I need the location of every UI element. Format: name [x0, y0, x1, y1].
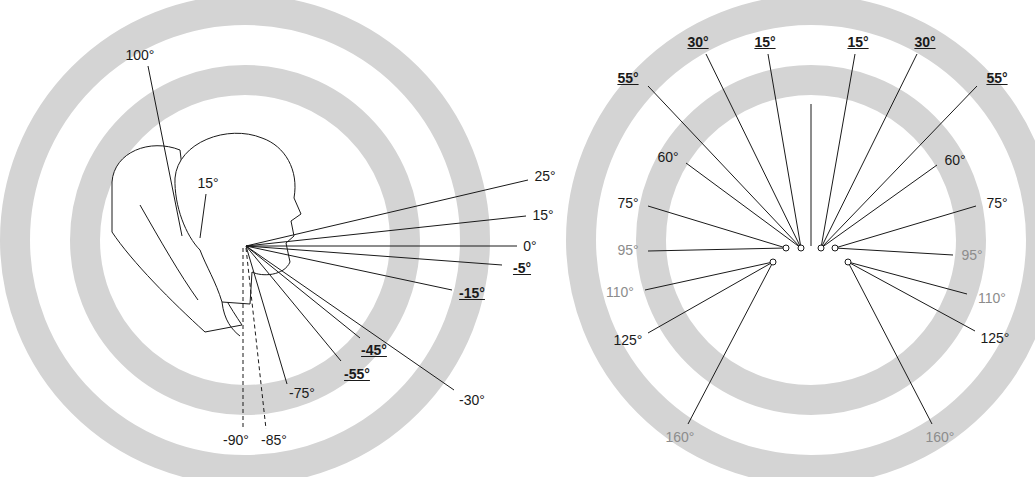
leader-line: [645, 262, 773, 290]
leader-line: [835, 206, 976, 248]
pivot-point: [770, 259, 776, 265]
inner-ring: [85, 80, 405, 400]
angle-label: 30°: [687, 34, 708, 50]
leader-line: [821, 54, 917, 248]
leader-line: [821, 86, 977, 248]
leader-line: [648, 86, 801, 248]
leader-line: [848, 262, 932, 424]
leader-line: [706, 54, 801, 248]
angle-label: 100°: [126, 47, 155, 63]
leader-line: [848, 262, 967, 294]
angle-label: 15°: [754, 34, 775, 50]
leader-line: [246, 216, 526, 246]
leader-line: [648, 206, 786, 248]
angle-label: 95°: [961, 247, 982, 263]
angle-label: 60°: [944, 152, 965, 168]
leader-line: [246, 246, 502, 265]
angle-label: 15°: [532, 207, 553, 223]
leader-line: [688, 262, 773, 424]
angle-label: 160°: [666, 429, 695, 445]
outer-ring: [581, 10, 1035, 470]
angle-label: 55°: [986, 70, 1007, 86]
angle-label: 110°: [978, 290, 1006, 306]
leader-line: [648, 248, 786, 251]
head-outline: [175, 133, 301, 304]
leader-line: [246, 246, 360, 338]
leader-line: [200, 194, 206, 238]
angle-label: -85°: [261, 432, 287, 448]
angle-label: -30°: [459, 392, 485, 408]
leader-line: [246, 246, 517, 247]
angle-label: -15°: [459, 285, 485, 301]
leader-line: [243, 248, 244, 429]
angle-label: -75°: [289, 385, 315, 401]
angle-label: 125°: [981, 330, 1010, 346]
leader-line: [821, 54, 855, 248]
leader-line: [246, 246, 341, 361]
angle-label: -55°: [344, 366, 370, 382]
pivot-point: [798, 245, 804, 251]
leader-line: [821, 165, 937, 248]
center-line: [811, 104, 812, 246]
angle-label: 160°: [926, 429, 955, 445]
leader-line: [246, 246, 454, 390]
angle-label: 75°: [617, 195, 638, 211]
pivot-point: [818, 245, 824, 251]
angle-label: 25°: [534, 168, 555, 184]
pivot-point: [845, 259, 851, 265]
pivot-point: [783, 245, 789, 251]
leader-line: [148, 66, 182, 236]
angle-label: 125°: [614, 332, 643, 348]
angle-label: 110°: [606, 284, 634, 300]
angle-label: 0°: [523, 238, 536, 254]
neck-line: [222, 302, 240, 336]
angle-label: 55°: [617, 70, 638, 86]
angle-label: 95°: [617, 242, 638, 258]
pivot-point: [832, 245, 838, 251]
leader-line: [835, 248, 953, 255]
leader-line: [848, 262, 975, 331]
leader-line: [246, 246, 287, 384]
angle-label: -45°: [361, 342, 387, 358]
angle-label: 60°: [657, 149, 678, 165]
angle-label: 30°: [914, 34, 935, 50]
outer-ring: [15, 10, 475, 470]
angle-label: 15°: [847, 34, 868, 50]
angle-label: -5°: [513, 260, 531, 276]
leader-line: [246, 180, 528, 246]
angle-label: 15°: [197, 175, 218, 191]
angle-label: -90°: [223, 432, 249, 448]
inner-ring: [651, 80, 971, 400]
angle-label: 75°: [986, 195, 1007, 211]
leader-line: [246, 248, 266, 429]
